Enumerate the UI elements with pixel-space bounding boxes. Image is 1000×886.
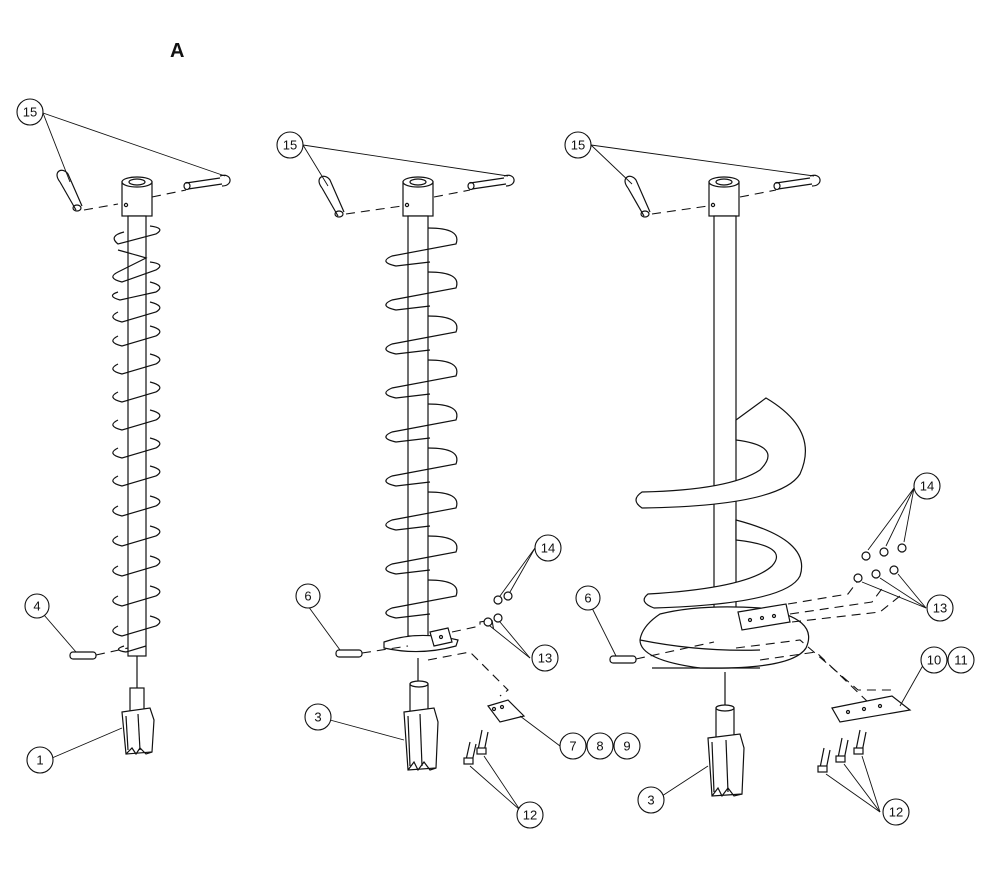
svg-text:9: 9: [623, 739, 630, 754]
roll-pin: [609, 655, 637, 664]
callout-8: 8: [586, 732, 614, 760]
large-auger-assembly: 15 6 3 14 13 10 11 12: [564, 131, 975, 826]
svg-text:14: 14: [541, 541, 555, 556]
cutting-blade: [831, 695, 912, 723]
callout-3: 3: [637, 786, 665, 814]
svg-text:6: 6: [584, 591, 591, 606]
cutting-blade: [487, 699, 526, 723]
svg-text:12: 12: [523, 808, 537, 823]
svg-text:15: 15: [23, 105, 37, 120]
panel-label: A: [170, 40, 185, 62]
callout-13: 13: [531, 644, 559, 672]
svg-text:11: 11: [954, 653, 968, 668]
callout-3: 3: [304, 703, 332, 731]
svg-text:1: 1: [36, 753, 43, 768]
roll-pin: [69, 651, 97, 660]
svg-text:13: 13: [538, 651, 552, 666]
callout-6: 6: [295, 583, 321, 609]
shaft-collar: [708, 176, 740, 217]
callout-12: 12: [882, 798, 910, 826]
callout-11: 11: [947, 646, 975, 674]
callout-10: 10: [920, 646, 948, 674]
callout-9: 9: [613, 732, 641, 760]
nuts-and-washers: [483, 591, 513, 627]
blade-bolts: [817, 729, 867, 773]
callout-4: 4: [24, 593, 50, 619]
hitch-pin: [183, 174, 231, 191]
pilot-bit: [707, 704, 745, 798]
svg-text:10: 10: [927, 653, 941, 668]
blade-mount-bracket: [429, 627, 453, 647]
callout-12: 12: [516, 801, 544, 829]
svg-text:8: 8: [596, 739, 603, 754]
svg-text:6: 6: [304, 589, 311, 604]
hitch-pin: [773, 174, 821, 191]
callout-13: 13: [926, 594, 954, 622]
blade-mount-bracket: [737, 603, 791, 631]
svg-text:14: 14: [920, 479, 934, 494]
callout-6: 6: [575, 585, 601, 611]
svg-text:13: 13: [933, 601, 947, 616]
callout-15: 15: [16, 98, 44, 126]
callout-14: 14: [913, 472, 941, 500]
svg-text:7: 7: [569, 739, 576, 754]
pilot-bit: [403, 680, 439, 772]
clip-pin: [624, 175, 651, 218]
auger-flighting: [111, 225, 161, 653]
hitch-pin: [467, 174, 515, 191]
roll-pin: [335, 649, 363, 658]
callout-15: 15: [276, 131, 304, 159]
pilot-bit: [121, 687, 155, 756]
auger-shaft: [127, 215, 147, 657]
blade-bolts: [463, 729, 489, 765]
shaft-collar: [402, 176, 434, 217]
svg-text:15: 15: [283, 138, 297, 153]
small-auger-assembly: 15 4 1: [16, 98, 231, 774]
callout-7: 7: [559, 732, 587, 760]
svg-text:12: 12: [889, 805, 903, 820]
svg-text:15: 15: [571, 138, 585, 153]
clip-pin: [56, 169, 83, 212]
callout-14: 14: [534, 534, 562, 562]
svg-text:4: 4: [33, 599, 40, 614]
svg-text:3: 3: [314, 710, 321, 725]
callout-1: 1: [26, 746, 54, 774]
nuts-and-washers: [853, 543, 907, 583]
auger-shaft: [713, 215, 737, 641]
shaft-collar: [121, 176, 153, 217]
callout-15: 15: [564, 131, 592, 159]
medium-auger-assembly: 15 6 3 14 13 7 8 9 12: [276, 131, 641, 829]
svg-text:3: 3: [647, 793, 654, 808]
clip-pin: [318, 175, 345, 218]
